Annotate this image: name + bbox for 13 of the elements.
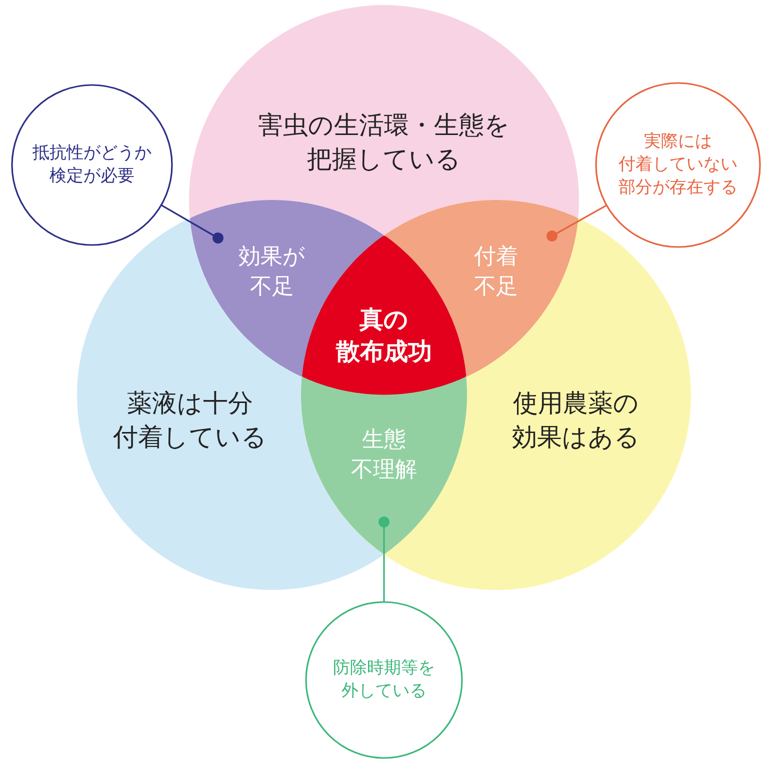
region-label: 生態不理解 <box>351 426 417 484</box>
callout-text: 抵抗性がどうか検定が必要 <box>32 142 152 188</box>
circle-label: 使用農薬の効果はある <box>512 387 640 453</box>
circle-label: 薬液は十分付着している <box>113 387 267 453</box>
region-label: 真の散布成功 <box>336 304 432 368</box>
circle-label: 害虫の生活環・生態を把握している <box>258 109 510 175</box>
region-label: 効果が不足 <box>238 243 306 301</box>
callout-text: 防除時期等を外している <box>333 657 435 703</box>
leader-line <box>160 204 224 244</box>
region-label: 付着不足 <box>474 243 518 301</box>
leader-line <box>378 516 390 602</box>
leader-line <box>546 204 607 242</box>
callout-text: 実際には付着していない部分が存在する <box>618 130 738 200</box>
